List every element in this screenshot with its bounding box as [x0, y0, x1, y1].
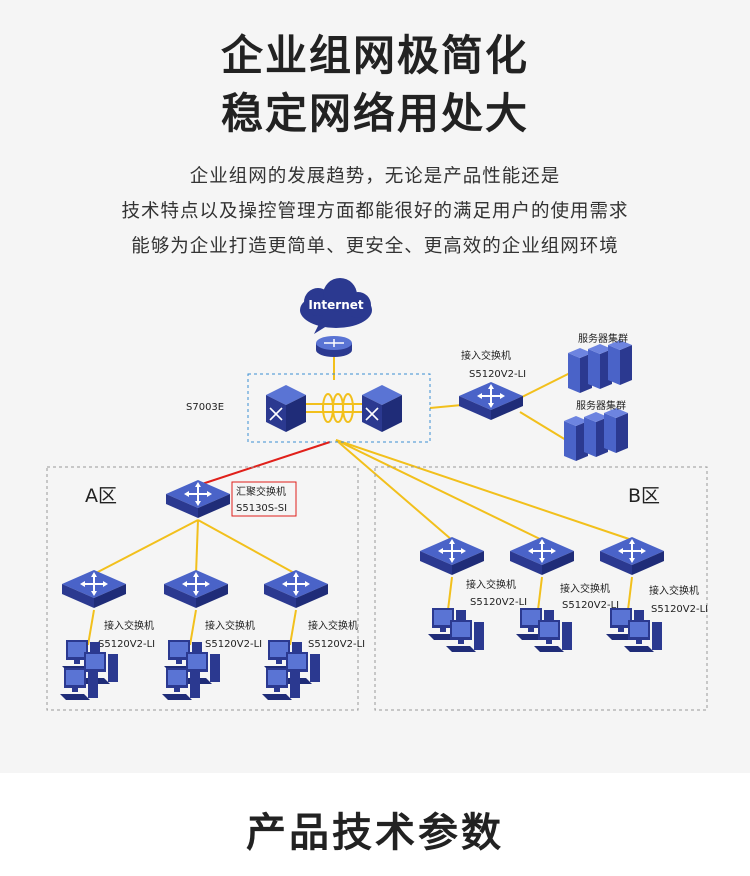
zone-a-switch-2-icon	[163, 569, 229, 609]
zone-b-pcs-2-icon	[516, 608, 572, 652]
zone-a-switch-3-icon	[263, 569, 329, 609]
zone-a-access-1-name: 接入交换机	[104, 619, 154, 632]
zone-b-access-2-name: 接入交换机	[560, 582, 610, 595]
switch-icon	[458, 381, 524, 421]
intro-line-3: 能够为企业打造更简单、更安全、更高效的企业组网环境	[131, 236, 619, 257]
zone-b-switch-3-icon	[599, 536, 665, 576]
server-cluster-2-label: 服务器集群	[576, 399, 626, 412]
aggregation-name: 汇聚交换机	[236, 485, 286, 498]
core-switch-left-icon	[266, 385, 306, 432]
zone-b-access-1-name: 接入交换机	[466, 578, 516, 591]
zone-b-access-2-model: S5120V2-LI	[562, 600, 619, 611]
zone-a-access-2-model: S5120V2-LI	[205, 639, 262, 650]
zone-b-access-3-model: S5120V2-LI	[651, 604, 708, 615]
top-access-model: S5120V2-LI	[469, 369, 526, 380]
zone-a-access-3-name: 接入交换机	[308, 619, 358, 632]
zone-b-pcs-1-icon	[428, 608, 484, 652]
stack-link-icon	[306, 393, 362, 423]
zone-a-access-3-model: S5120V2-LI	[308, 639, 365, 650]
zone-a-access-2-name: 接入交换机	[205, 619, 255, 632]
heading-line-2: 稳定网络用处大	[220, 89, 529, 138]
server-cluster-2-icon	[564, 408, 628, 461]
server-cluster-1-icon	[568, 340, 632, 393]
zone-a-switch-1-icon	[61, 569, 127, 609]
heading-line-1: 企业组网极简化	[220, 31, 529, 80]
core-switch-label: S7003E	[186, 402, 224, 413]
zone-b-switch-1-icon	[419, 536, 485, 576]
aggregation-switch-icon	[165, 479, 231, 519]
bottom-section	[0, 773, 750, 876]
aggregation-label-box	[231, 481, 297, 517]
zone-b-switch-2-icon	[509, 536, 575, 576]
top-access-name: 接入交换机	[461, 349, 511, 362]
uplink-line	[201, 441, 331, 485]
core-box	[247, 373, 431, 443]
zone-b-access-3-name: 接入交换机	[649, 584, 699, 597]
core-switch-right-icon	[362, 385, 402, 432]
link-lines	[87, 357, 633, 646]
zone-b-access-1-model: S5120V2-LI	[470, 597, 527, 608]
internet-label: Internet	[308, 298, 363, 312]
router-icon	[316, 336, 352, 357]
zone-b-box	[374, 466, 708, 711]
section-title: 产品技术参数	[246, 810, 504, 856]
aggregation-model: S5130S-SI	[236, 503, 287, 514]
intro-line-2: 技术特点以及操控管理方面都能很好的满足用户的使用需求	[121, 201, 629, 222]
internet-cloud-icon	[300, 278, 372, 334]
zone-a-box	[46, 466, 359, 711]
zone-a-label: A区	[85, 485, 117, 507]
zone-b-label: B区	[628, 485, 660, 507]
server-cluster-1-label: 服务器集群	[578, 332, 628, 345]
zone-a-access-1-model: S5120V2-LI	[98, 639, 155, 650]
intro-line-1: 企业组网的发展趋势，无论是产品性能还是	[189, 166, 561, 187]
network-topology-diagram: Internet S7003E	[46, 278, 708, 711]
